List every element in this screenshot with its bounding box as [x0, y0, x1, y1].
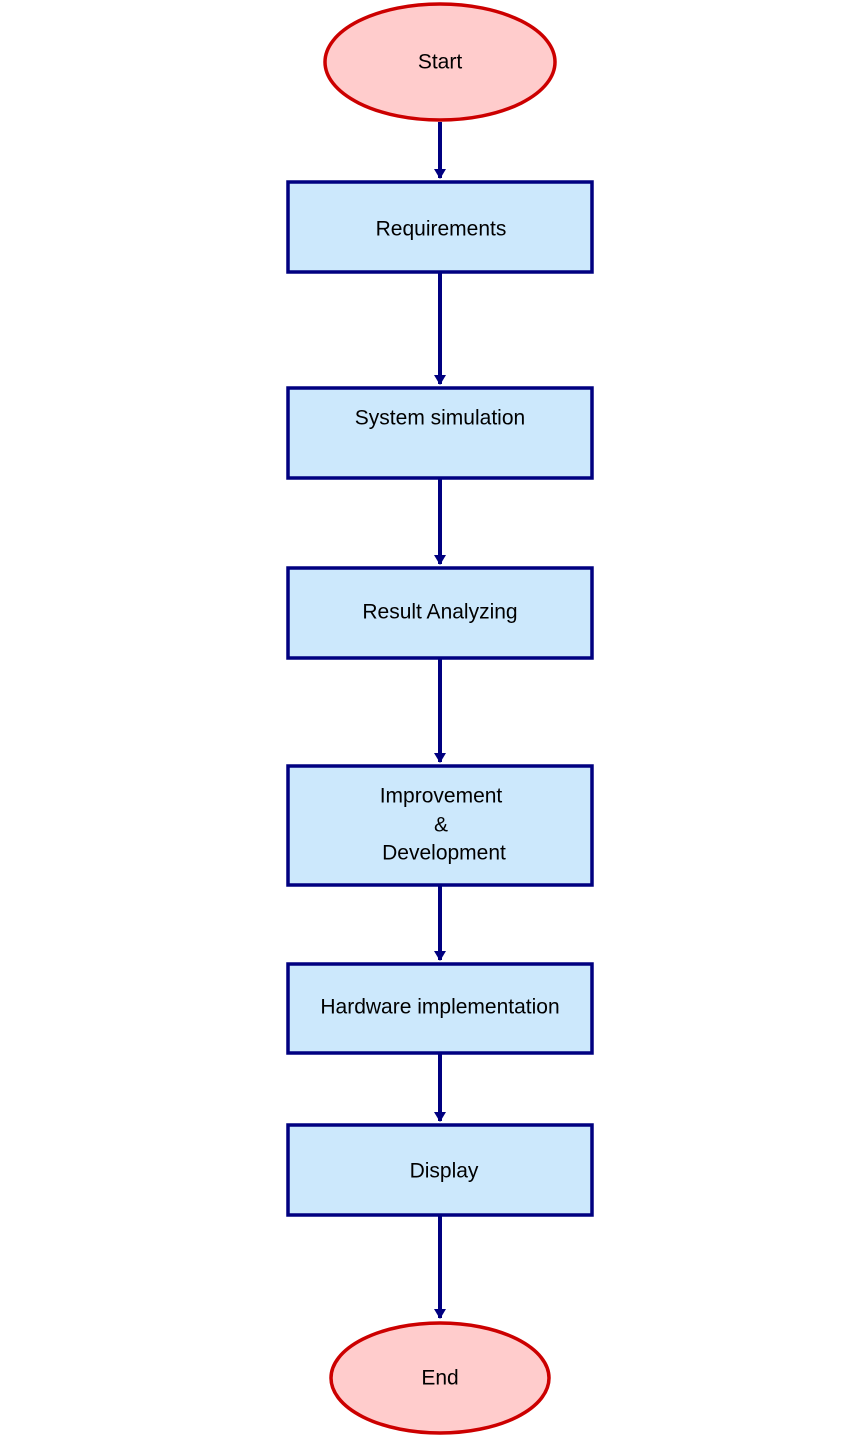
- display-node: Display: [286, 1123, 594, 1217]
- start-label: Start: [418, 51, 463, 74]
- hardware-implementation-box: [286, 962, 594, 1055]
- improvement-development-box: [286, 764, 594, 887]
- display-box: [286, 1123, 594, 1217]
- end-terminal-shape: [329, 1321, 551, 1435]
- requirements-label: Requirements: [376, 218, 507, 241]
- system-simulation-label: System simulation: [355, 407, 525, 430]
- display-label: Display: [410, 1160, 479, 1183]
- hardware-implementation-label: Hardware implementation: [320, 996, 559, 1019]
- improvement-label-line-1: Improvement: [380, 785, 503, 808]
- start-node: Start: [323, 2, 557, 122]
- result-analyzing-label: Result Analyzing: [362, 601, 517, 624]
- system-simulation-box: [286, 386, 594, 480]
- end-node: End: [329, 1321, 551, 1435]
- requirements-node: Requirements: [286, 180, 594, 274]
- improvement-label-line-2: &: [434, 814, 448, 837]
- improvement-development-node: Improvement & Development: [286, 764, 594, 887]
- result-analyzing-node: Result Analyzing: [286, 566, 594, 660]
- system-simulation-node: System simulation: [286, 386, 594, 480]
- result-analyzing-box: [286, 566, 594, 660]
- improvement-label-line-3: Development: [382, 842, 506, 865]
- requirements-box: [286, 180, 594, 274]
- hardware-implementation-node: Hardware implementation: [286, 962, 594, 1055]
- start-terminal-shape: [323, 2, 557, 122]
- end-label: End: [421, 1367, 458, 1390]
